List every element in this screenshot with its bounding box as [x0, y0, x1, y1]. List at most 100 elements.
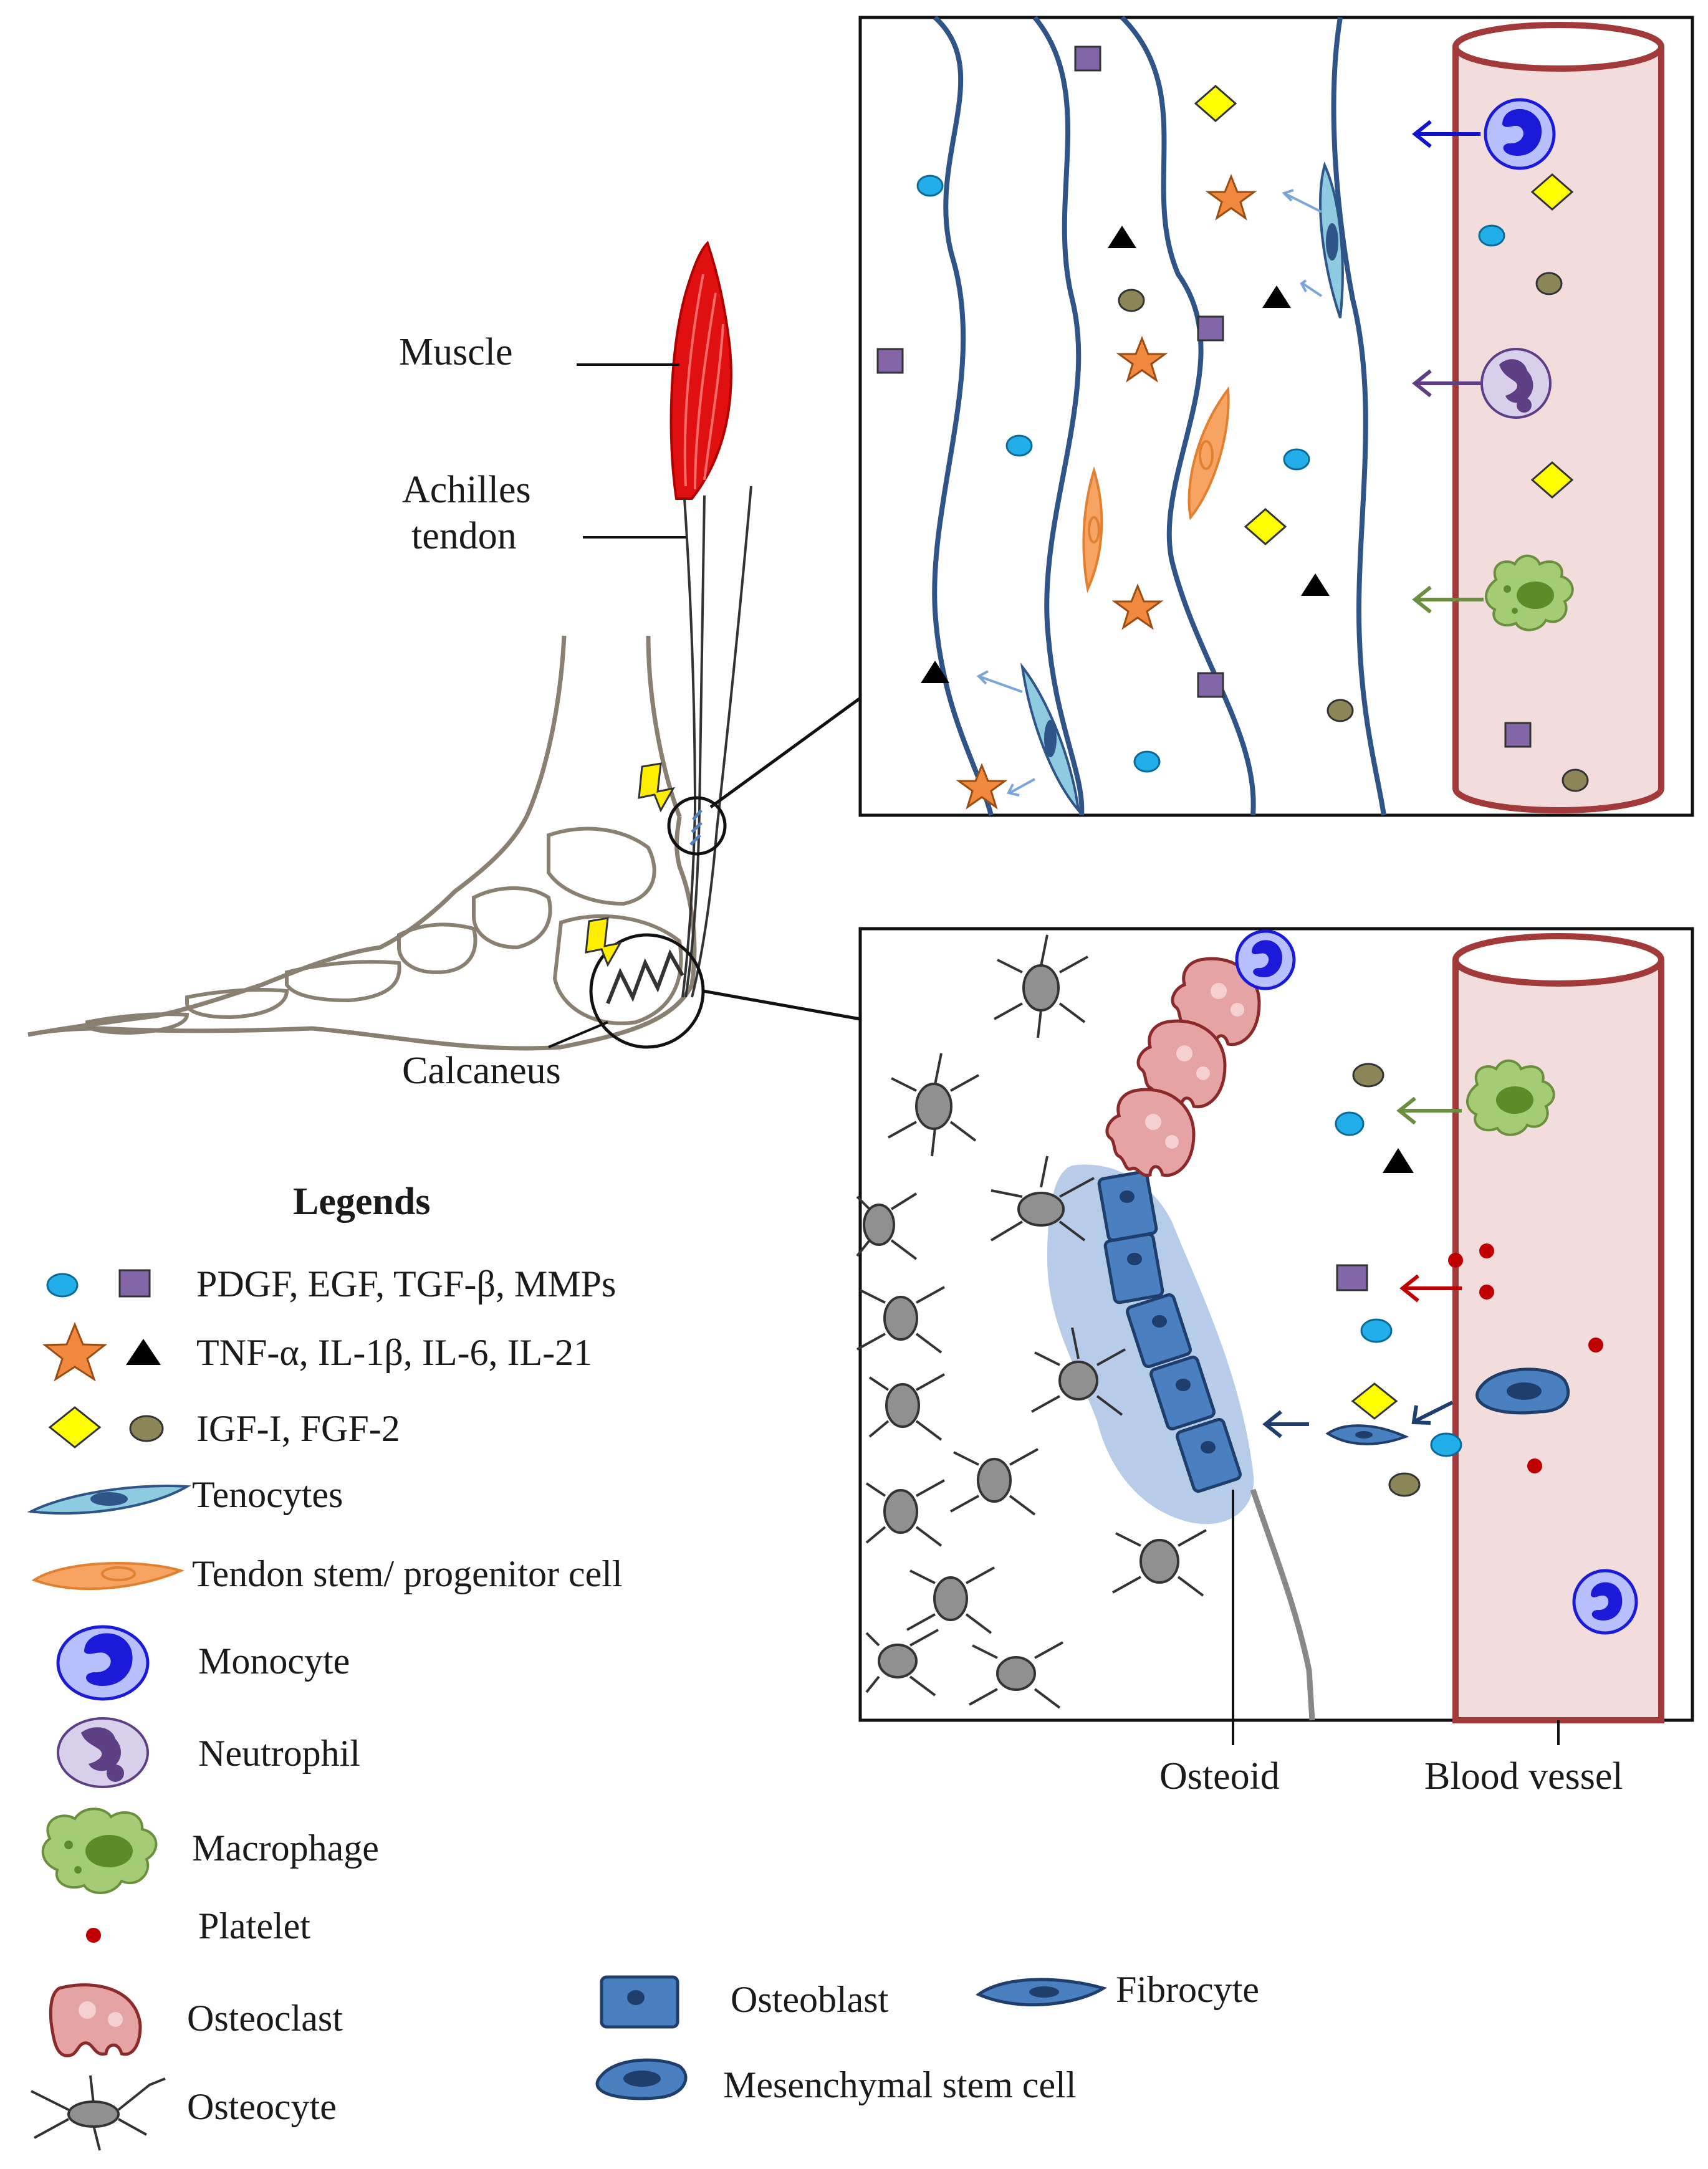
il-triangle	[1262, 285, 1291, 308]
tendon-fiber	[932, 16, 994, 816]
legend-osteocyte: Osteocyte	[187, 2086, 337, 2127]
monocyte-cell	[1235, 929, 1296, 990]
bone-panel	[856, 927, 1694, 1723]
neutrophil-legend-icon	[57, 1717, 149, 1788]
legend-msc: Mesenchymal stem cell	[723, 2064, 1076, 2105]
platelet	[1527, 1458, 1542, 1473]
legend-title: Legends	[293, 1180, 430, 1223]
osteocyte-legend-icon	[31, 2075, 166, 2151]
osteoclast-legend-icon	[49, 1983, 142, 2057]
igf-diamond	[1244, 508, 1287, 545]
tnf-star	[1116, 335, 1168, 383]
fibrocyte-cell	[1325, 1424, 1409, 1445]
tendon-stem-cell	[1082, 466, 1103, 593]
osteocyte-cell	[865, 1479, 945, 1547]
calcaneus-label: Calcaneus	[402, 1050, 561, 1092]
achilles-label-line1: Achilles	[402, 469, 531, 511]
osteocyte-cell	[969, 1641, 1063, 1709]
legend-fibrocyte: Fibrocyte	[1116, 1969, 1259, 2010]
igf-diamond	[1351, 1382, 1398, 1420]
fgf-dot	[1562, 768, 1589, 792]
fgf-dot	[1535, 272, 1563, 295]
macrophage-cell	[1485, 554, 1574, 631]
osteocyte-cell	[994, 934, 1088, 1038]
tnf-star	[42, 1322, 108, 1382]
lightning-icon	[585, 917, 622, 967]
mesenchymal-stem-cell	[1475, 1367, 1570, 1415]
osteoclast-cell	[1105, 1088, 1196, 1177]
tendon-fiber	[1032, 16, 1085, 816]
platelet	[1448, 1253, 1463, 1268]
legend-cytokines: TNF-α, IL-1β, IL-6, IL-21	[196, 1332, 592, 1373]
muscle-label: Muscle	[399, 331, 513, 373]
monocyte-cell	[1484, 98, 1556, 170]
egf-square	[1074, 45, 1101, 72]
tendon-injury-circle	[667, 796, 727, 856]
osteocyte-cell	[990, 1156, 1095, 1242]
monocyte-legend-icon	[56, 1625, 150, 1701]
igf-diamond	[1530, 173, 1574, 211]
tnf-star	[956, 762, 1008, 810]
tendon-callout-line	[709, 696, 861, 809]
blood-vessel-opening	[1452, 22, 1664, 72]
tnf-star	[1111, 583, 1164, 630]
il-triangle	[1108, 226, 1136, 248]
tenocyte-cell	[1020, 663, 1080, 815]
platelet	[1479, 1243, 1494, 1258]
muscle-illustration	[669, 241, 732, 500]
pdgf-dot	[46, 1273, 79, 1298]
legend-neutrophil: Neutrophil	[198, 1733, 360, 1774]
fgf-dot	[1388, 1472, 1421, 1497]
tendon-fiber	[1331, 17, 1386, 816]
osteoclast-cell	[1136, 1019, 1227, 1109]
tnf-star	[1205, 173, 1257, 221]
il-triangle	[1383, 1148, 1414, 1173]
foot-illustration	[27, 635, 697, 1051]
osteocyte-cell	[888, 1053, 979, 1157]
osteoid-label: Osteoid	[1159, 1755, 1280, 1798]
pdgf-dot	[1335, 1111, 1365, 1136]
pdgf-dot	[1478, 224, 1505, 247]
legend-monocyte: Monocyte	[198, 1640, 350, 1682]
neutrophil-cell	[1480, 348, 1552, 419]
tenocyte-legend-icon	[27, 1485, 191, 1515]
legend-growth-factors: PDGF, EGF, TGF-β, MMPs	[196, 1263, 616, 1305]
blood-vessel	[1452, 47, 1664, 813]
platelet	[1588, 1338, 1603, 1353]
legend-macrophage: Macrophage	[192, 1827, 379, 1869]
fgf-dot	[129, 1415, 164, 1442]
osteocyte-cell	[868, 1373, 945, 1441]
macrophage-legend-icon	[41, 1808, 158, 1894]
il-triangle	[126, 1339, 161, 1365]
pdgf-dot	[1430, 1432, 1462, 1457]
egf-square	[118, 1269, 151, 1298]
osteoblast-legend-icon	[600, 1975, 679, 2029]
egf-square	[1504, 722, 1532, 748]
tspc-legend-icon	[31, 1562, 185, 1591]
legend-tenocytes: Tenocytes	[192, 1474, 343, 1515]
fgf-dot	[1327, 699, 1354, 722]
blood-vessel-label: Blood vessel	[1424, 1755, 1623, 1798]
egf-square	[1197, 315, 1224, 342]
osteoblast-cell	[1097, 1170, 1158, 1242]
legend: Legends PDGF, EGF, TGF-β, MMPs TNF-α, IL…	[27, 1180, 1259, 2151]
legend-igf: IGF-I, FGF-2	[196, 1408, 400, 1449]
osteocyte-cell	[856, 1192, 918, 1260]
platelet	[1479, 1285, 1494, 1300]
platelet-legend-icon	[86, 1928, 101, 1943]
il-triangle	[1301, 573, 1330, 596]
lightning-icon	[638, 762, 675, 813]
pdgf-dot	[1283, 448, 1310, 471]
pdgf-dot	[1360, 1318, 1393, 1343]
osteocyte-cell	[865, 1629, 939, 1697]
tendon-panel	[858, 16, 1694, 817]
egf-square	[1336, 1264, 1368, 1291]
osteoblast-cell	[1103, 1232, 1164, 1305]
igf-diamond	[1530, 461, 1574, 499]
pdgf-dot	[916, 175, 944, 197]
achilles-label-line2: tendon	[411, 515, 517, 557]
legend-platelet: Platelet	[198, 1905, 310, 1946]
osteoblast-cell	[1176, 1417, 1242, 1493]
fgf-dot	[1352, 1063, 1384, 1088]
